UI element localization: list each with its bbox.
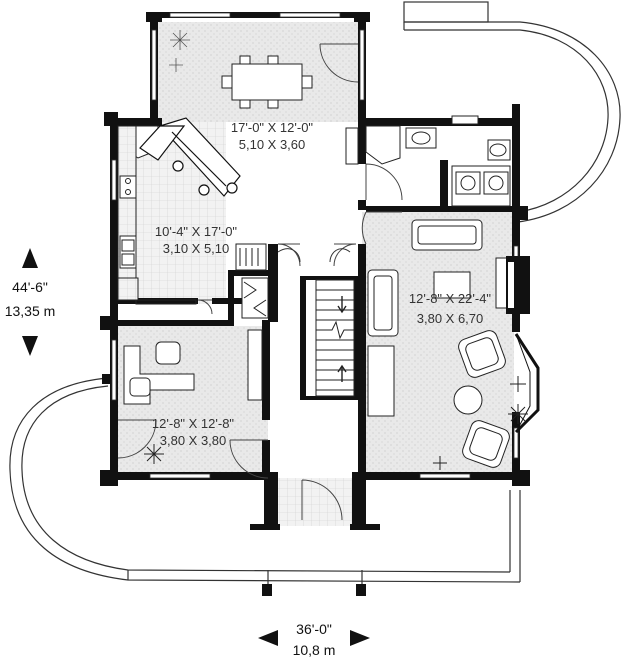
depth-metric-label: 13,35 m [5, 303, 56, 319]
kitchen-size-metric: 3,10 X 5,10 [163, 241, 230, 256]
dining-size-imperial: 17'-0" X 12'-0" [231, 120, 314, 135]
office-size-imperial: 12'-8" X 12'-8" [152, 416, 235, 431]
kitchen-size-imperial: 10'-4" X 17'-0" [155, 224, 238, 239]
living-size-imperial: 12'-8" X 22'-4" [409, 291, 492, 306]
office-size-metric: 3,80 X 3,80 [160, 433, 227, 448]
entry-openings [277, 248, 351, 263]
closets [235, 243, 269, 319]
interior-walls [118, 118, 516, 480]
width-metric-label: 10,8 m [293, 642, 336, 658]
width-dimension: 36'-0" 10,8 m [258, 621, 370, 658]
living-size-metric: 3,80 X 6,70 [417, 311, 484, 326]
depth-imperial-label: 44'-6" [12, 279, 48, 295]
bathroom-fixtures [345, 115, 511, 207]
depth-dimension: 44'-6" 13,35 m [5, 248, 56, 356]
arrow-down-icon [22, 336, 38, 356]
width-imperial-label: 36'-0" [296, 621, 332, 637]
plant-icon [169, 30, 190, 72]
rear-deck [403, 1, 621, 223]
office-furniture [123, 329, 263, 464]
door-swings [117, 43, 403, 521]
dining-table [221, 55, 313, 109]
arrow-right-icon [350, 630, 370, 646]
kitchen-island [139, 117, 241, 197]
porch-posts [102, 374, 366, 596]
fireplace-hearth [508, 262, 514, 308]
arrow-left-icon [258, 630, 278, 646]
staircase [315, 279, 355, 397]
dining-size-metric: 5,10 X 3,60 [239, 137, 306, 152]
living-furniture [367, 219, 528, 470]
arrow-up-icon [22, 248, 38, 268]
